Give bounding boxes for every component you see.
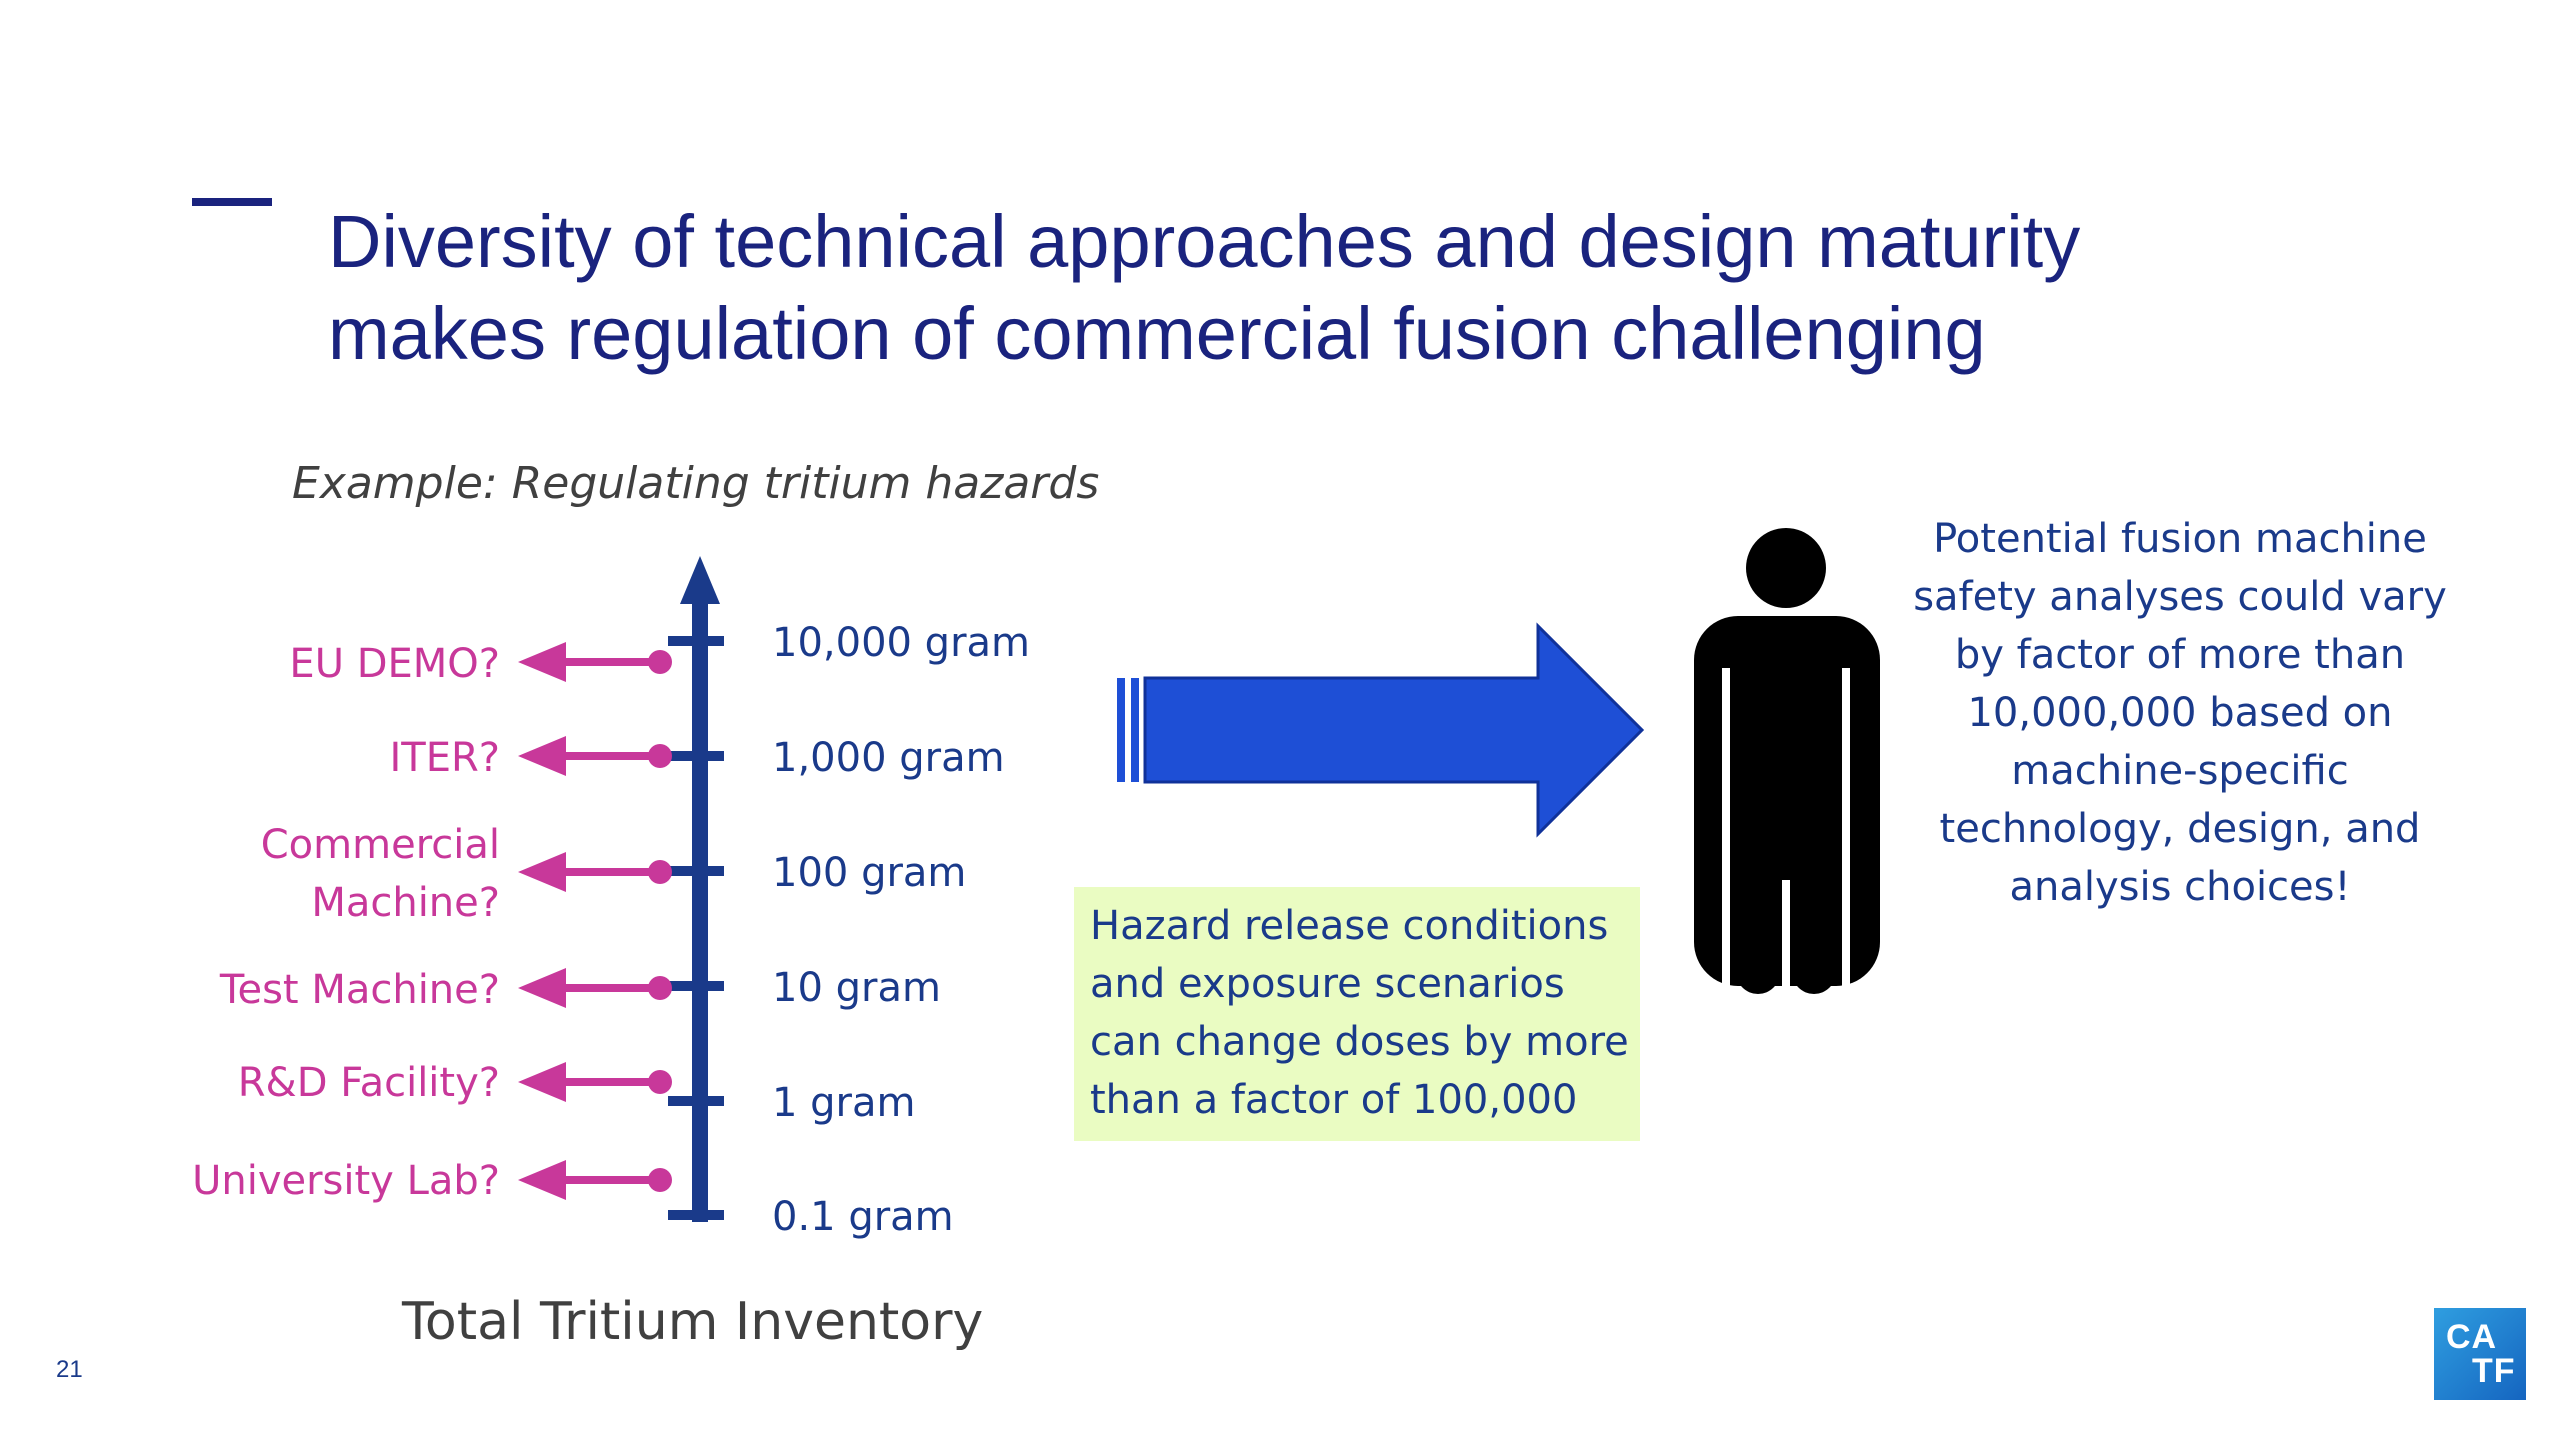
slide-title: Diversity of technical approaches and de… — [328, 196, 2278, 380]
hazard-box: Hazard release conditions and exposure s… — [1074, 887, 1640, 1141]
example-label: Example: Regulating tritium hazards — [292, 458, 1100, 509]
machine-label-iter: ITER? — [389, 735, 500, 781]
axis-arrowhead-icon — [680, 556, 720, 604]
safety-line: analysis choices! — [2009, 864, 2351, 910]
machine-pointer — [518, 852, 672, 892]
safety-line: 10,000,000 based on — [1967, 690, 2393, 736]
tick-label: 1 gram — [772, 1080, 916, 1126]
axis-tick — [668, 751, 724, 761]
safety-line: safety analyses could vary — [1913, 574, 2447, 620]
tick-label: 10,000 gram — [772, 620, 1030, 666]
safety-line: machine-specific — [2011, 748, 2349, 794]
axis-tick — [668, 636, 724, 646]
hazard-line: can change doses by more — [1090, 1019, 1629, 1065]
axis-tick — [668, 981, 724, 991]
machine-pointer — [518, 1160, 672, 1200]
logo-icon: CA TF — [2434, 1308, 2526, 1400]
machine-label-eu-demo: EU DEMO? — [289, 641, 500, 687]
tick-label: 100 gram — [772, 850, 967, 896]
safety-line: by factor of more than — [1954, 632, 2406, 678]
title-dash — [192, 198, 272, 206]
tick-label: 10 gram — [772, 965, 941, 1011]
title-line-1: Diversity of technical approaches and de… — [328, 200, 2081, 283]
safety-line: technology, design, and — [1939, 806, 2421, 852]
machine-label-university: University Lab? — [192, 1158, 500, 1204]
axis-title: Total Tritium Inventory — [402, 1292, 984, 1352]
page-number: 21 — [56, 1356, 83, 1383]
hazard-line: Hazard release conditions — [1090, 903, 1609, 949]
machine-pointer — [518, 642, 672, 682]
right-arrow-icon — [1117, 622, 1645, 838]
safety-line: Potential fusion machine — [1933, 516, 2427, 562]
axis-tick — [668, 866, 724, 876]
machine-label-rnd: R&D Facility? — [237, 1060, 500, 1106]
axis-tick — [668, 1096, 724, 1106]
safety-analysis-text: Potential fusion machine safety analyses… — [1890, 510, 2470, 916]
machine-pointer — [518, 736, 672, 776]
machine-pointer — [518, 968, 672, 1008]
tick-label: 0.1 gram — [772, 1194, 954, 1240]
tick-label: 1,000 gram — [772, 735, 1005, 781]
title-line-2: makes regulation of commercial fusion ch… — [328, 292, 1986, 375]
person-icon — [1694, 528, 1880, 994]
machine-label-commercial: Commercial Machine? — [260, 822, 500, 926]
machine-label-test: Test Machine? — [219, 967, 500, 1013]
hazard-line: and exposure scenarios — [1090, 961, 1565, 1007]
vertical-axis — [692, 600, 708, 1222]
axis-tick — [668, 1210, 724, 1220]
hazard-line: than a factor of 100,000 — [1090, 1077, 1578, 1123]
machine-pointer — [518, 1062, 672, 1102]
